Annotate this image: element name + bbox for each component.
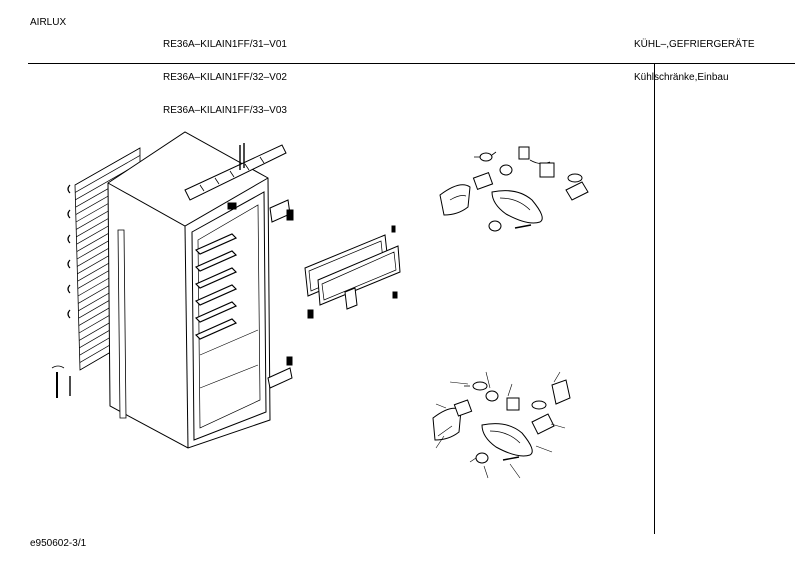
brand-name: AIRLUX bbox=[30, 17, 67, 28]
shelf bbox=[196, 251, 236, 271]
model-number: RE36A–KILAIN1FF/31–V01 bbox=[163, 39, 287, 50]
light-assembly-upper bbox=[440, 147, 588, 231]
category-line: KÜHL–,GEFRIERGERÄTE bbox=[634, 39, 755, 50]
coil-line bbox=[75, 148, 140, 185]
category-label: KÜHL–,GEFRIERGERÄTE Kühlschränke,Einbau bbox=[634, 17, 755, 94]
hinge-lower bbox=[268, 357, 292, 388]
shelf bbox=[196, 234, 236, 254]
model-number: RE36A–KILAIN1FF/33–V03 bbox=[163, 105, 287, 116]
door-seal-frame bbox=[305, 226, 400, 318]
shelf bbox=[196, 268, 236, 288]
shelf bbox=[196, 285, 236, 305]
sensor-wire bbox=[52, 366, 70, 398]
category-line: Kühlschränke,Einbau bbox=[634, 72, 729, 83]
hinge-upper bbox=[270, 200, 293, 222]
cabinet bbox=[108, 132, 286, 448]
column-divider bbox=[654, 64, 655, 534]
light-assembly-lower bbox=[433, 372, 570, 478]
coil-line bbox=[75, 155, 140, 192]
header-divider bbox=[28, 63, 795, 64]
shelf bbox=[196, 319, 236, 339]
model-number: RE36A–KILAIN1FF/32–V02 bbox=[163, 72, 287, 83]
model-list: RE36A–KILAIN1FF/31–V01 RE36A–KILAIN1FF/3… bbox=[163, 17, 287, 127]
document-id: e950602-3/1 bbox=[30, 538, 87, 549]
shelf bbox=[196, 302, 236, 322]
